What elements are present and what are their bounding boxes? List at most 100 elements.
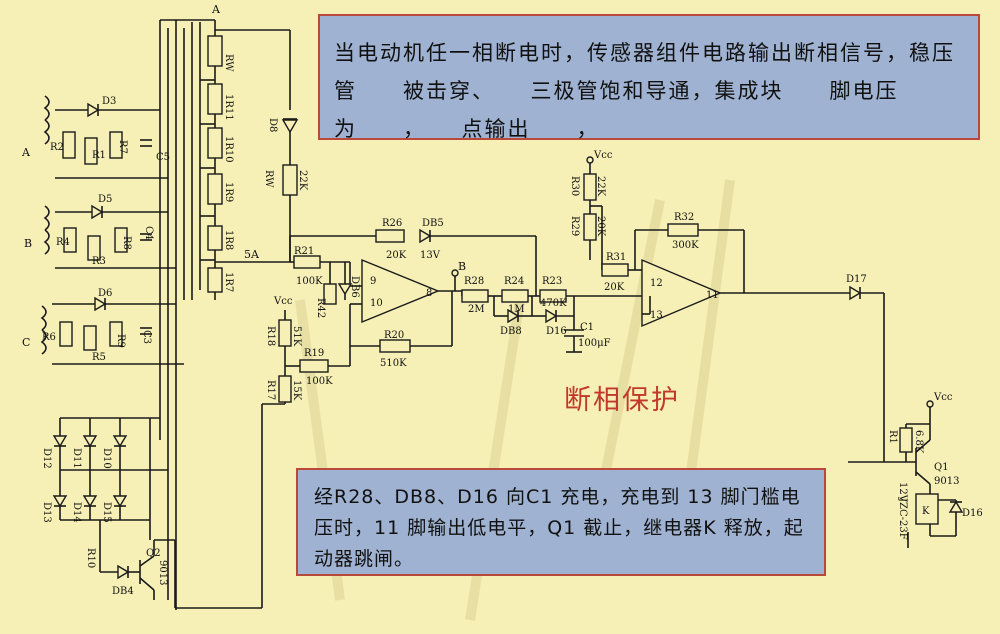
label-d11: D11: [71, 448, 82, 469]
label-vcc-3: Vcc: [933, 392, 953, 403]
label-r30: R30: [569, 176, 580, 196]
label-q2-type: 9013: [157, 560, 168, 585]
label-relay-k: K: [922, 506, 930, 517]
timing-network: R28 2M R24 1M R23 470K DB8 D16 C1 100μF: [461, 276, 650, 353]
label-d3: D3: [102, 96, 116, 107]
label-r9: R9: [115, 334, 126, 348]
label-d5: D5: [98, 194, 112, 205]
reference-divider: Vcc R18 51K R17 15K R19 100K: [265, 296, 351, 403]
label-c-left: C: [22, 336, 30, 349]
sensor-a: A D3 R2 R1 R7 C5: [21, 95, 170, 179]
label-r23-value: 470K: [540, 298, 567, 309]
label-db5: DB5: [422, 218, 444, 229]
label-a-top: A: [211, 3, 221, 16]
label-db8: DB8: [500, 326, 522, 337]
label-d14: D14: [71, 502, 82, 523]
label-1r7: 1R7: [223, 272, 234, 292]
label-d13: D13: [41, 502, 52, 523]
label-c5: C5: [156, 152, 170, 163]
resistor-ladder: RW 1R11 1R10 1R9 1R8 1R7 A: [200, 3, 234, 300]
label-c4: C4: [143, 226, 154, 240]
label-r2: R2: [50, 142, 64, 153]
label-22k: 22K: [297, 170, 308, 191]
bottom-annotation-text: 经R28、DB8、D16 向C1 充电，充电到 13 脚门槛电压时，11 脚输出…: [314, 486, 804, 570]
label-r1: R1: [92, 150, 106, 161]
label-1r9: 1R9: [223, 182, 234, 202]
d8-branch: D8 RW 22K: [263, 118, 308, 262]
label-d17: D17: [846, 274, 867, 285]
label-d12: D12: [41, 448, 52, 469]
label-relay-voltage: 12V: [897, 482, 908, 503]
label-r26-value: 20K: [386, 250, 407, 261]
label-db4: DB4: [112, 586, 134, 597]
label-q1-type: 9013: [934, 476, 959, 487]
sensor-c: C D6 R6 R5 R9 C3: [22, 288, 184, 365]
label-r30-value: 22K: [595, 176, 606, 197]
label-rw-top: RW: [223, 54, 234, 72]
label-1r11: 1R11: [223, 94, 234, 121]
label-pin9: 9: [370, 276, 376, 287]
label-r3: R3: [92, 256, 106, 267]
label-pin10: 10: [370, 298, 383, 309]
label-r10: R10: [85, 548, 96, 568]
label-c1: C1: [580, 322, 594, 333]
label-d15: D15: [101, 502, 112, 523]
label-r6: R6: [42, 332, 56, 343]
label-r18: R18: [265, 326, 276, 346]
label-r26: R26: [382, 218, 402, 229]
label-r17: R17: [265, 380, 276, 400]
label-d16: D16: [546, 326, 567, 337]
label-r20-value: 510K: [380, 358, 407, 369]
label-r28: R28: [464, 276, 484, 287]
label-db5-value: 13V: [420, 250, 441, 261]
bus-lines: [159, 19, 291, 610]
label-r21-value: 100K: [296, 276, 323, 287]
label-r24-value: 1M: [508, 304, 525, 315]
label-r32-value: 300K: [672, 240, 699, 251]
label-r31-value: 20K: [604, 282, 625, 293]
label-r8: R8: [121, 236, 132, 250]
label-c3: C3: [141, 330, 152, 344]
label-db6: DB6: [349, 276, 360, 298]
label-q1: Q1: [934, 462, 949, 473]
label-r17-value: 15K: [291, 380, 302, 401]
label-r29: R29: [569, 216, 580, 236]
label-vcc-1: Vcc: [273, 296, 293, 307]
top-annotation-text: 当电动机任一相断电时，传感器组件电路输出断相信号，稳压管 被击穿、 三极管饱和导…: [334, 41, 955, 141]
label-d10: D10: [101, 448, 112, 469]
label-d8: D8: [267, 118, 278, 132]
label-pin8: 8: [426, 288, 432, 299]
label-d16b: D16: [962, 508, 983, 519]
label-r1b-value: 6.8K: [913, 430, 924, 454]
label-r24: R24: [504, 276, 524, 287]
label-r18-value: 51K: [291, 326, 302, 347]
top-annotation-box: 当电动机任一相断电时，传感器组件电路输出断相信号，稳压管 被击穿、 三极管饱和导…: [318, 14, 980, 141]
label-r4: R4: [56, 237, 70, 248]
label-r29-value: 20K: [595, 216, 606, 237]
label-rw-mid: RW: [263, 170, 274, 188]
label-r19-value: 100K: [306, 376, 333, 387]
label-pin13: 13: [650, 310, 663, 321]
label-r7: R7: [117, 140, 128, 154]
label-q2: Q2: [146, 548, 161, 559]
label-r23: R23: [542, 276, 562, 287]
label-r19: R19: [304, 348, 324, 359]
relay-driver: Vcc R1 6.8K Q1 9013 K D16 JZC-23F 12V: [848, 392, 983, 548]
label-r5: R5: [92, 352, 106, 363]
label-1r10: 1R10: [223, 136, 234, 163]
label-relay-model: JZC-23F: [897, 497, 908, 540]
diode-bridge: D12 D11 D10 D13 D14 D15: [41, 417, 168, 540]
label-r42: R42: [315, 298, 326, 318]
label-b-node: B: [458, 260, 466, 273]
output-comparator: Vcc R30 22K R29 20K R31 20K R32 300K 12 …: [569, 150, 885, 462]
label-r31: R31: [606, 252, 626, 263]
label-1r8: 1R8: [223, 230, 234, 250]
label-c1-value: 100μF: [578, 338, 611, 349]
label-a-left: A: [21, 146, 31, 159]
label-r32: R32: [674, 212, 694, 223]
label-d6: D6: [98, 288, 112, 299]
label-pin12: 12: [650, 278, 663, 289]
sensor-b: B D5 R4 R3 R8 C4: [24, 194, 176, 269]
label-vcc-2: Vcc: [593, 150, 613, 161]
